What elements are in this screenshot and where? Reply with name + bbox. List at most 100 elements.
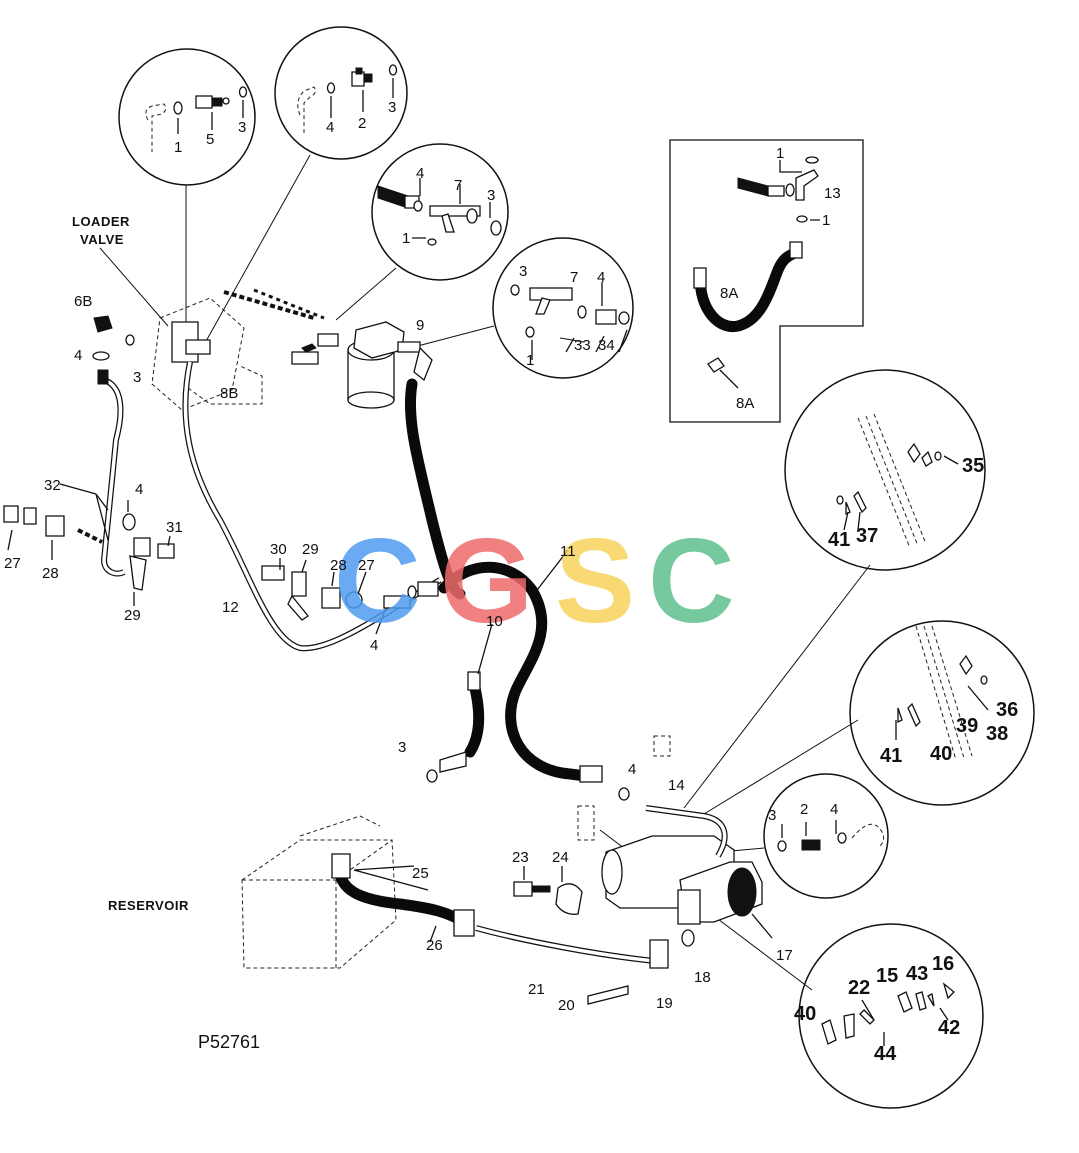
callout-27: 27 (358, 557, 375, 574)
callout-8a: 8A (736, 395, 754, 412)
callout-25: 25 (412, 865, 429, 882)
callout-4: 4 (74, 347, 82, 364)
callout-4: 4 (830, 801, 838, 818)
callout-3: 3 (133, 369, 141, 386)
callout-4: 4 (597, 269, 605, 286)
callout-42: 42 (938, 1017, 960, 1039)
callout-4: 4 (326, 119, 334, 136)
callout-28: 28 (330, 557, 347, 574)
callout-2: 2 (358, 115, 366, 132)
callout-7: 7 (454, 177, 462, 194)
callout-30: 30 (270, 541, 287, 558)
callout-4: 4 (416, 165, 424, 182)
callout-4: 4 (370, 637, 378, 654)
watermark-letter-s: S (555, 514, 635, 648)
callout-1: 1 (174, 139, 182, 156)
callout-3: 3 (487, 187, 495, 204)
detail-circle-fitting-7 (371, 143, 509, 281)
callout-44: 44 (874, 1043, 897, 1065)
callout-8a: 8A (720, 285, 738, 302)
drawing-number: P52761 (198, 1032, 260, 1052)
detail-circle-top-left (118, 48, 256, 186)
loader-valve-label-line2: VALVE (80, 232, 124, 247)
watermark-letter-c2: C (648, 514, 735, 648)
callout-37: 37 (856, 525, 878, 547)
callout-20: 20 (558, 997, 575, 1014)
suction-line-21-26 (331, 853, 695, 1005)
callout-27: 27 (4, 555, 21, 572)
callout-1: 1 (776, 145, 784, 162)
callout-31: 31 (166, 519, 183, 536)
reservoir-label: RESERVOIR (108, 898, 189, 913)
callout-38: 38 (986, 723, 1008, 745)
callout-10: 10 (486, 613, 503, 630)
tube-12 (182, 361, 442, 652)
callout-14: 14 (668, 777, 685, 794)
callout-35: 35 (962, 455, 984, 477)
bracket-group-middle (261, 558, 439, 635)
callout-13: 13 (824, 185, 841, 202)
callout-2: 2 (800, 801, 808, 818)
callout-6b: 6B (74, 293, 92, 310)
callout-1: 1 (526, 352, 534, 369)
callout-24: 24 (552, 849, 569, 866)
callout-28: 28 (42, 565, 59, 582)
callout-3: 3 (388, 99, 396, 116)
callout-40: 40 (794, 1003, 816, 1025)
inset-box-hose-8a (669, 139, 864, 423)
callout-labels: LOADER VALVE RESERVOIR P52761 1 5 3 4 2 … (4, 99, 1018, 1065)
callout-12: 12 (222, 599, 239, 616)
detail-circle-fitting-33-34 (492, 237, 634, 379)
callout-5: 5 (206, 131, 214, 148)
callout-4: 4 (135, 481, 143, 498)
callout-1: 1 (402, 230, 410, 247)
callout-17: 17 (776, 947, 793, 964)
callout-9: 9 (416, 317, 424, 334)
callout-29: 29 (302, 541, 319, 558)
callout-21: 21 (528, 981, 545, 998)
callout-39: 39 (956, 715, 978, 737)
detail-circle-right-small (763, 773, 889, 899)
callout-18: 18 (694, 969, 711, 986)
loader-valve-label-line1: LOADER (72, 214, 130, 229)
detail-circle-right-upper (784, 369, 986, 571)
callout-11: 11 (560, 543, 576, 560)
clamp-23-24 (513, 735, 671, 915)
loader-valve-assembly (92, 288, 325, 411)
callout-40: 40 (930, 743, 952, 765)
pipe-32 (3, 369, 175, 606)
callout-4: 4 (628, 761, 636, 778)
callout-29: 29 (124, 607, 141, 624)
callout-16: 16 (932, 953, 954, 975)
callout-3: 3 (519, 263, 527, 280)
watermark-letter-g: G (440, 514, 533, 648)
callout-3: 3 (768, 807, 776, 824)
callout-3: 3 (398, 739, 406, 756)
callout-7: 7 (570, 269, 578, 286)
callout-36: 36 (996, 699, 1018, 721)
detail-circle-top-middle (274, 26, 408, 160)
callout-41: 41 (828, 529, 850, 551)
callout-15: 15 (876, 965, 898, 987)
filter-9-assembly (317, 321, 433, 409)
callout-8b: 8B (220, 385, 238, 402)
callout-23: 23 (512, 849, 529, 866)
callout-41: 41 (880, 745, 902, 767)
callout-43: 43 (906, 963, 928, 985)
callout-34: 34 (598, 337, 615, 354)
pump-17 (601, 805, 773, 939)
callout-26: 26 (426, 937, 443, 954)
watermark-letter-c1: C (334, 514, 421, 648)
callout-3: 3 (238, 119, 246, 136)
callout-22: 22 (848, 977, 870, 999)
callout-32: 32 (44, 477, 61, 494)
detail-circle-right-middle (849, 620, 1035, 806)
detail-circle-right-lower (798, 923, 984, 1109)
callout-1: 1 (822, 212, 830, 229)
hoses-10-11 (404, 378, 630, 801)
callout-33: 33 (574, 337, 591, 354)
cgsc-watermark: C G S C (334, 514, 735, 648)
callout-19: 19 (656, 995, 673, 1012)
reservoir-tank (241, 815, 397, 969)
